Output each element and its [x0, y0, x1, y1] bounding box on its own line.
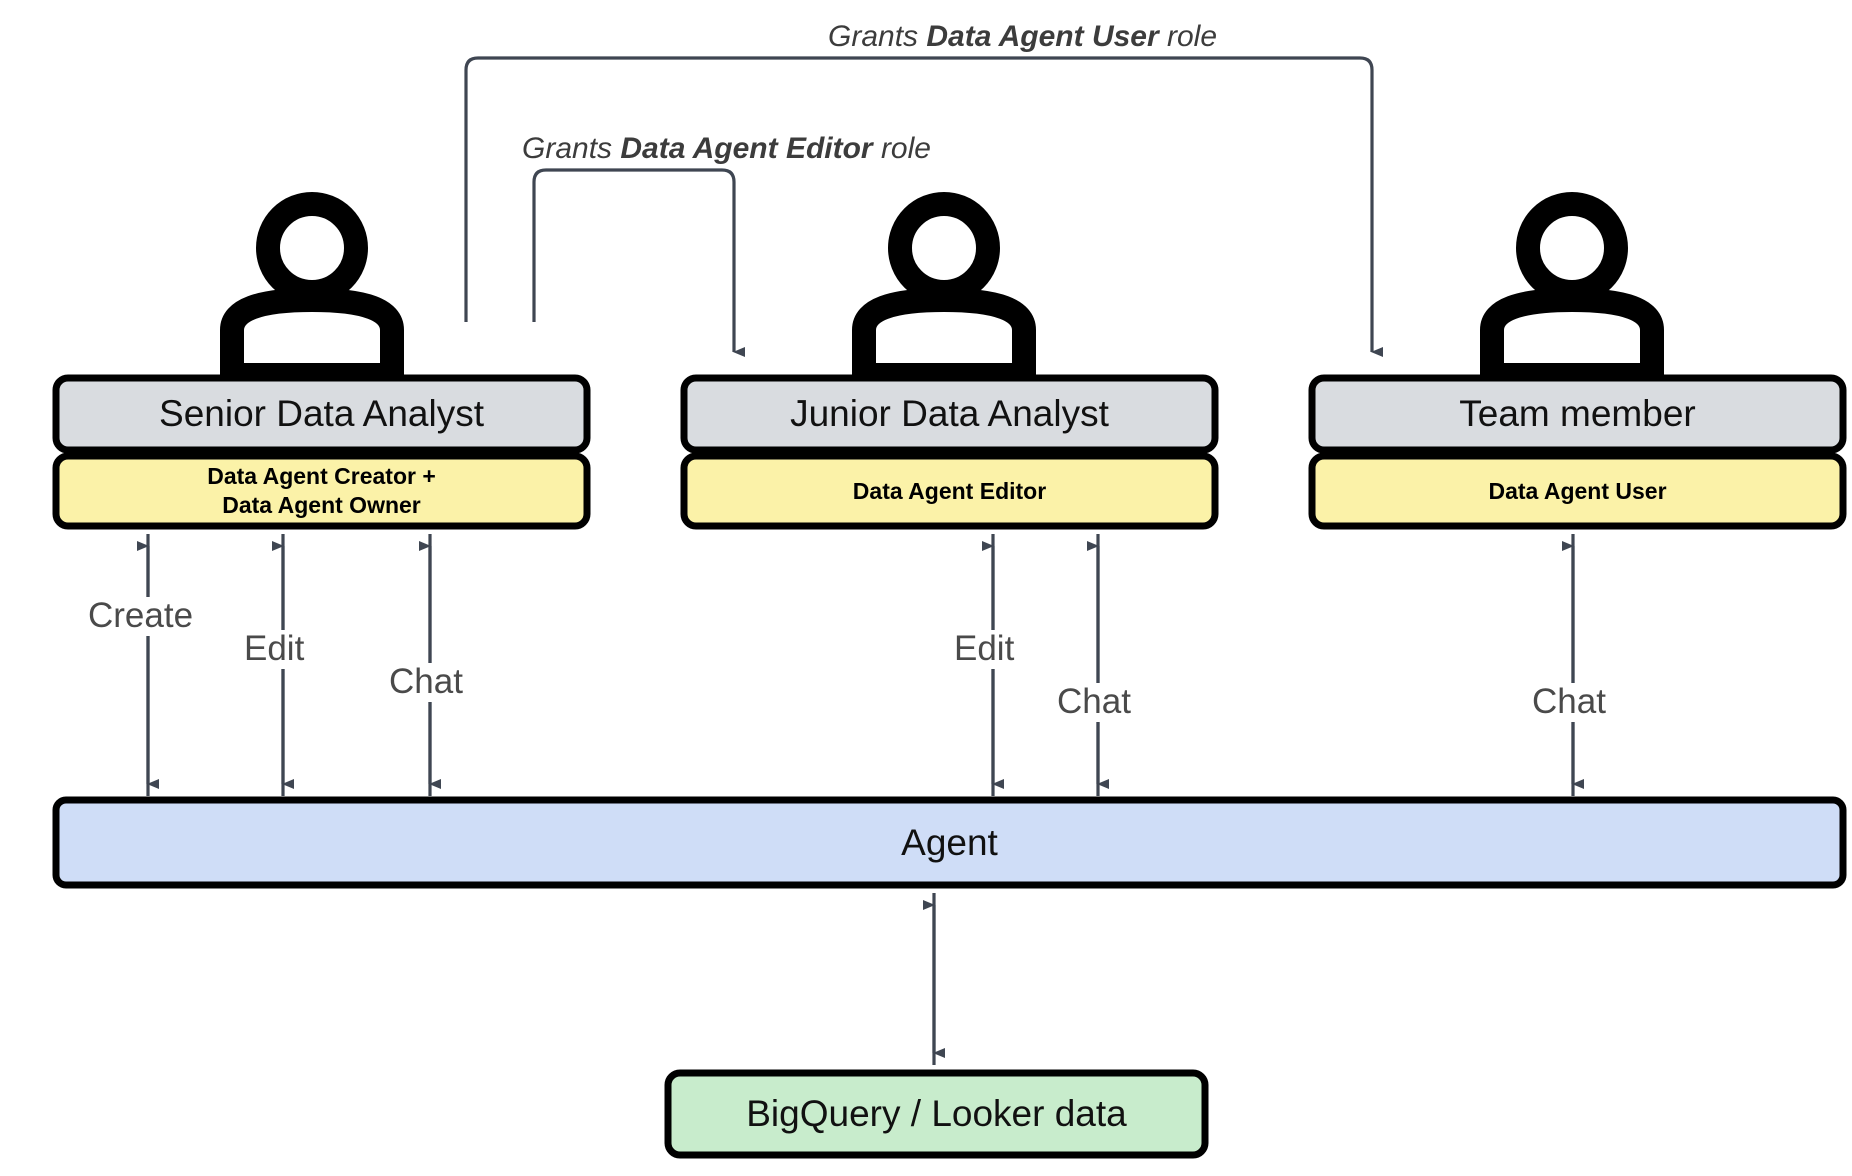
- edge-label-senior-chat: Chat: [385, 662, 467, 702]
- person-icon-junior: [852, 192, 1036, 387]
- edge-label-junior-edit: Edit: [950, 629, 1019, 669]
- edge-label-team-chat: Chat: [1528, 682, 1610, 722]
- grant-editor-prefix: Grants: [522, 132, 621, 165]
- persona-role-box-senior[interactable]: [52, 452, 591, 530]
- grant-label-data-agent-editor: Grants Data Agent Editor role: [522, 132, 931, 165]
- person-icon-senior: [220, 192, 404, 387]
- persona-role-box-team[interactable]: [1308, 452, 1847, 530]
- datasource-box[interactable]: [664, 1069, 1209, 1159]
- edge-label-senior-create: Create: [84, 596, 198, 636]
- grant-editor-suffix: role: [872, 132, 931, 165]
- persona-role-box-junior[interactable]: [680, 452, 1219, 530]
- person-icon-team: [1480, 192, 1664, 387]
- connector-grant-data-agent-editor: [532, 168, 745, 357]
- persona-title-box-senior[interactable]: [52, 374, 591, 454]
- grant-user-prefix: Grants: [828, 20, 927, 53]
- persona-title-box-junior[interactable]: [680, 374, 1219, 454]
- edge-label-junior-chat: Chat: [1053, 682, 1135, 722]
- agent-box[interactable]: [52, 796, 1847, 889]
- edge-label-senior-edit: Edit: [240, 629, 309, 669]
- grant-label-data-agent-user: Grants Data Agent User role: [828, 20, 1217, 53]
- grant-user-suffix: role: [1158, 20, 1218, 53]
- grant-user-emphasis: Data Agent User: [926, 20, 1159, 53]
- persona-title-box-team[interactable]: [1308, 374, 1847, 454]
- connector-grant-data-agent-user: [464, 56, 1383, 357]
- grant-editor-emphasis: Data Agent Editor: [620, 132, 873, 165]
